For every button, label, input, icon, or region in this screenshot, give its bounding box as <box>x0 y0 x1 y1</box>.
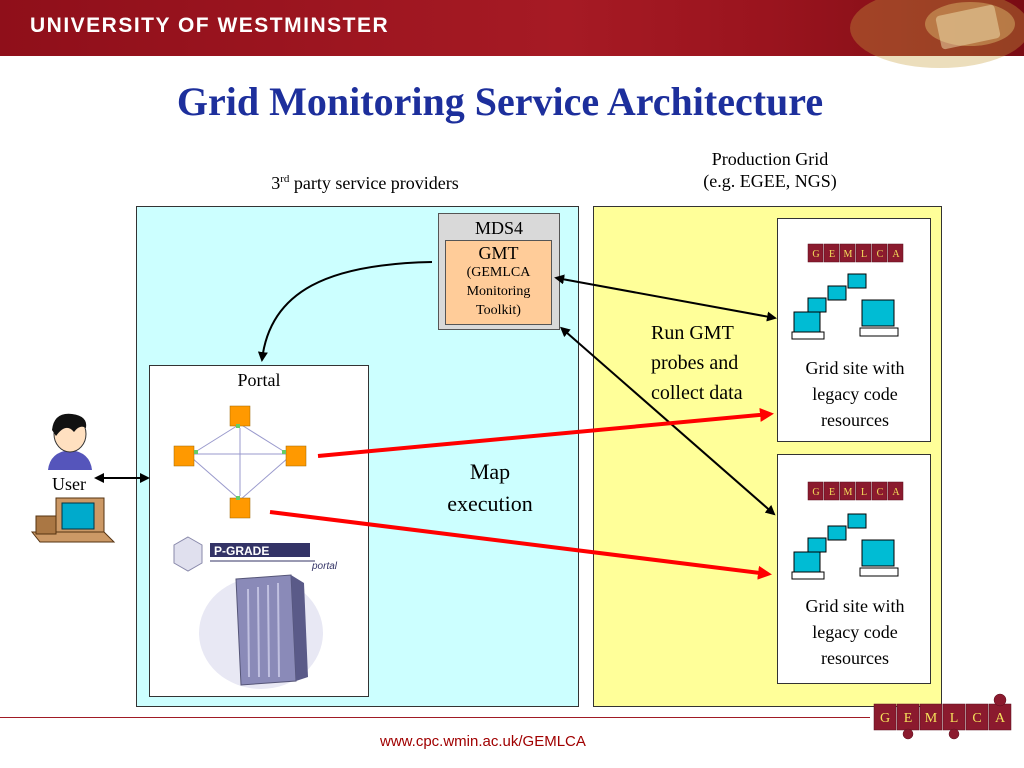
map-site2-arrow <box>269 510 772 580</box>
gemlca-footer-logo-icon: G E M L C A <box>873 693 1012 740</box>
gmt-desc-line: (GEMLCA <box>466 265 531 280</box>
puzzle-letter: C <box>877 249 884 260</box>
gmt-desc-line: Toolkit) <box>476 303 521 318</box>
portal-label: Portal <box>237 370 281 390</box>
puzzle-letter: M <box>925 711 938 726</box>
puzzle-letter: M <box>844 487 853 498</box>
puzzle-letter: E <box>829 249 835 260</box>
gemlca-puzzle-icon: G E M L C A <box>807 481 904 501</box>
footer-divider <box>0 717 870 718</box>
server-icon <box>199 574 323 689</box>
computer-cluster-icon <box>791 513 899 580</box>
gmt-site1-arrow <box>554 274 777 322</box>
third-party-caption: 3rd party service providers <box>271 173 459 193</box>
workflow-graph-icon <box>173 405 307 519</box>
p-grade-logo-icon: P-GRADE portal <box>173 536 338 572</box>
puzzle-letter: L <box>950 711 959 726</box>
puzzle-letter: C <box>972 711 981 726</box>
puzzle-letter: M <box>844 249 853 260</box>
mds-to-portal-arrow <box>257 261 433 362</box>
puzzle-letter: G <box>812 249 819 260</box>
production-grid-caption: Production Grid (e.g. EGEE, NGS) <box>703 149 837 191</box>
puzzle-letter: A <box>892 249 900 260</box>
institution-name: UNIVERSITY OF WESTMINSTER <box>30 14 390 37</box>
page-title: Grid Monitoring Service Architecture <box>176 79 824 124</box>
puzzle-letter: A <box>995 711 1006 726</box>
header-banner: UNIVERSITY OF WESTMINSTER <box>0 0 1024 68</box>
computer-cluster-icon <box>791 273 899 340</box>
puzzle-letter: L <box>861 487 867 498</box>
gmt-desc-line: Monitoring <box>466 284 531 299</box>
puzzle-letter: E <box>904 711 913 726</box>
footer-url-link[interactable]: www.cpc.wmin.ac.uk/GEMLCA <box>380 733 586 750</box>
banner-decoration-icon <box>850 0 1024 68</box>
puzzle-letter: C <box>877 487 884 498</box>
map-site1-arrow <box>317 407 774 458</box>
puzzle-letter: L <box>861 249 867 260</box>
p-grade-sub: portal <box>311 561 338 572</box>
puzzle-letter: G <box>812 487 819 498</box>
puzzle-letter: G <box>880 711 890 726</box>
puzzle-letter: A <box>892 487 900 498</box>
user-icon <box>48 413 92 470</box>
mds4-label: MDS4 <box>474 218 523 238</box>
p-grade-brand: P-GRADE <box>214 544 269 558</box>
puzzle-letter: E <box>829 487 835 498</box>
user-label: User <box>52 474 86 494</box>
user-computer-icon <box>30 497 116 543</box>
gmt-box: GMT (GEMLCA Monitoring Toolkit) <box>445 240 552 325</box>
gmt-label: GMT <box>478 243 519 263</box>
gemlca-puzzle-icon: G E M L C A <box>807 243 904 263</box>
